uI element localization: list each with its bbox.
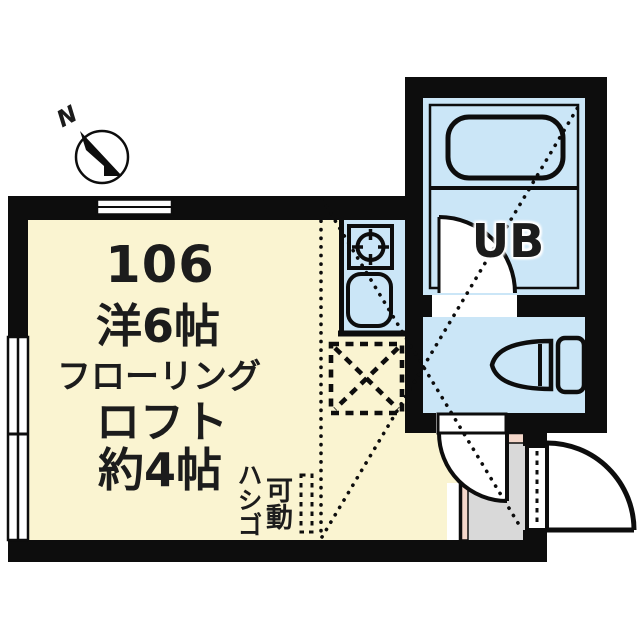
bath-door: [437, 215, 517, 294]
flooring-label: フローリング: [57, 357, 261, 397]
ladder-note-hashigo: ハシゴ: [234, 462, 263, 537]
stove-icon: [347, 224, 394, 270]
entrance: [436, 412, 528, 541]
front-door: [525, 440, 637, 533]
loft-label: ロフト: [96, 397, 228, 448]
toilet-icon: [489, 335, 587, 395]
loft-outline: [319, 100, 583, 541]
toilet-door: [436, 412, 509, 503]
unit-number: 106: [105, 236, 215, 295]
loft-hatch: [328, 341, 405, 416]
toilet-room: [489, 335, 587, 395]
ladder-track: [299, 473, 314, 534]
compass-icon: [74, 129, 130, 185]
window-top: [95, 198, 174, 216]
kitchen-unit: [338, 220, 405, 337]
bathtub-icon: [445, 114, 566, 181]
loft-size-label: 約4帖: [97, 443, 223, 497]
step-edge: [460, 482, 469, 541]
room-size-label: 洋6帖: [95, 299, 221, 353]
walls: [8, 196, 547, 562]
window-left: [6, 335, 30, 542]
sink-icon: [346, 272, 393, 328]
bathroom-unit: [428, 103, 580, 294]
bath-label: UB: [471, 214, 545, 268]
ladder-note-kadou: 可動: [261, 476, 292, 530]
